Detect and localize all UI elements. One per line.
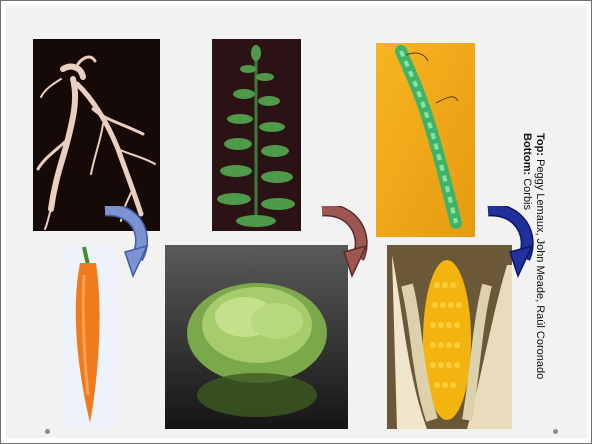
wild-carrot-root-photo	[33, 39, 160, 231]
photo-credit: Top: Peggy Lemaux, John Meade, Raúl Coro…	[506, 133, 546, 373]
curved-arrow-icon	[97, 206, 155, 286]
credit-top-text: Peggy Lemaux, John Meade, Raúl Coronado	[534, 159, 546, 379]
wild-lettuce-plant-photo	[212, 39, 301, 231]
slide-dot-right	[553, 429, 558, 434]
credit-bottom-label: Bottom:	[521, 133, 533, 175]
teosinte-ear-photo	[376, 43, 475, 237]
credit-bottom-text: Corbis	[521, 178, 533, 210]
slide-dot-left	[45, 429, 50, 434]
curved-arrow-icon	[316, 206, 374, 286]
credit-top-label: Top:	[534, 133, 546, 156]
